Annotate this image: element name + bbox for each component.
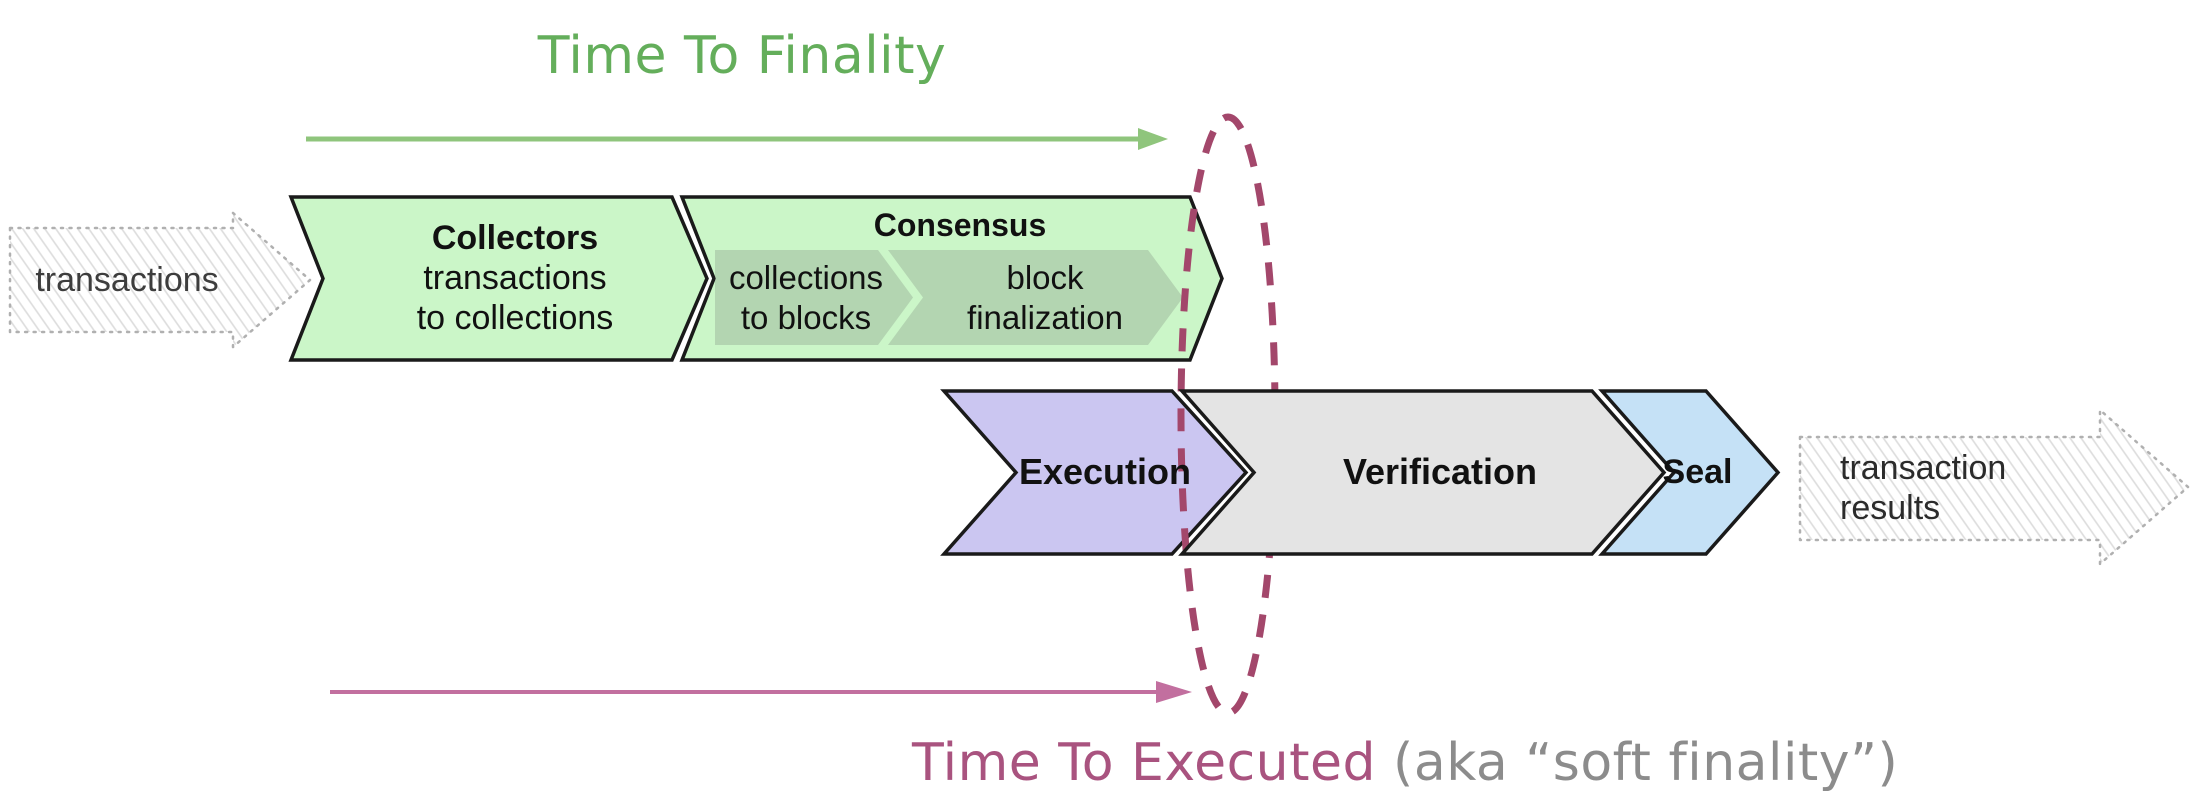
transactions-input-arrow <box>8 211 312 349</box>
block-finalization-line2: finalization <box>967 299 1123 336</box>
execution-title: Execution <box>1018 451 1192 492</box>
verification-title: Verification <box>1342 451 1538 492</box>
collections-to-blocks-line2: to blocks <box>740 299 872 336</box>
collections-to-blocks-line1: collections <box>728 259 884 296</box>
time-to-finality-arrowhead <box>1138 128 1168 150</box>
collections-to-blocks-subchevron <box>715 250 913 345</box>
execution-chevron <box>940 389 1249 556</box>
seal-chevron <box>1598 389 1781 556</box>
consensus-chevron <box>679 195 1224 362</box>
time-to-executed-title: Time To Executed (aka “soft finality”) <box>912 733 1898 793</box>
time-to-finality-title: Time To Finality <box>537 26 947 86</box>
transaction-results-output-arrow <box>1798 408 2190 566</box>
soft-finality-suffix <box>1376 733 1393 793</box>
collectors-title: Collectors <box>431 219 599 257</box>
soft-finality-aka: (aka “soft finality”) <box>1393 733 1899 793</box>
transaction-results-label-line2: results <box>1840 489 1941 527</box>
verification-chevron <box>1178 389 1667 556</box>
time-to-executed-arrowhead <box>1156 681 1192 703</box>
collectors-subtitle-line2: to collections <box>416 299 614 337</box>
transactions-input-label: transactions <box>35 261 219 299</box>
transaction-results-label-line1: transaction <box>1840 449 2007 487</box>
seal-title: Seal <box>1662 453 1733 491</box>
consensus-title: Consensus <box>873 207 1047 243</box>
collectors-chevron <box>288 195 709 362</box>
time-to-executed-text: Time To Executed <box>912 733 1377 793</box>
block-finalization-line1: block <box>1006 259 1084 296</box>
collectors-subtitle-line1: transactions <box>423 259 607 297</box>
block-finalization-subchevron <box>888 250 1183 345</box>
